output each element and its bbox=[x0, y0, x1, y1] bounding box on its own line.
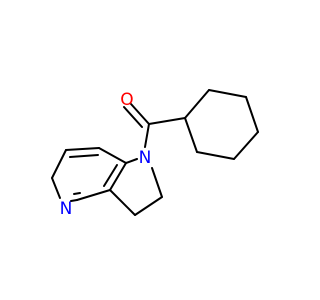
atom-label-group: O N N bbox=[60, 90, 152, 219]
oxygen-label: O bbox=[120, 90, 133, 110]
cyclohexane-bond-3 bbox=[245, 96, 259, 133]
molecule-drawing: O N N bbox=[51, 89, 259, 219]
cyclohexane-bond-2 bbox=[208, 89, 247, 98]
carbonyl-nitrogen-bond bbox=[144, 123, 150, 148]
pyrroline-bond-n-ch2 bbox=[151, 167, 163, 198]
pyrroline-bond-ch2-ch2 bbox=[134, 196, 163, 216]
pyridine-bond-c4-n5b bbox=[73, 192, 81, 195]
carbonyl-bond-2 bbox=[123, 106, 143, 128]
carbonyl-cyclohexyl-bond bbox=[148, 117, 186, 125]
cyclohexane-bond-5 bbox=[196, 151, 235, 160]
pyridine-nitrogen-label: N bbox=[60, 199, 73, 219]
bond-group bbox=[51, 89, 259, 216]
pyridine-bond-c7a-c3a bbox=[109, 162, 127, 191]
pyrroline-bond-ch2-c3a bbox=[109, 189, 136, 216]
pyridine-bond-c4-n5a bbox=[70, 199, 78, 202]
pyrroline-bond-c7a-n bbox=[125, 158, 138, 164]
cyclohexane-bond-1 bbox=[184, 89, 210, 119]
pyridine-bond-c7-c7a-outer bbox=[65, 147, 100, 151]
ring-nitrogen-label: N bbox=[139, 148, 152, 168]
cyclohexane-bond-6 bbox=[184, 117, 198, 153]
pyridine-bond-c7-c7a-inner bbox=[69, 154, 99, 158]
pyridine-bond-c6-c7 bbox=[51, 149, 67, 179]
carbonyl-bond-1 bbox=[130, 103, 150, 125]
pyridine-bond-c7a-junction bbox=[98, 147, 127, 164]
cyclohexane-bond-4 bbox=[233, 131, 259, 160]
structure-canvas: O N N bbox=[51, 89, 259, 219]
pyridine-bond-c3a-c4 bbox=[76, 189, 111, 201]
pyridine-bond-c7a-c3a-inner bbox=[103, 164, 118, 187]
pyridine-bond-n5-c6 bbox=[51, 177, 61, 199]
